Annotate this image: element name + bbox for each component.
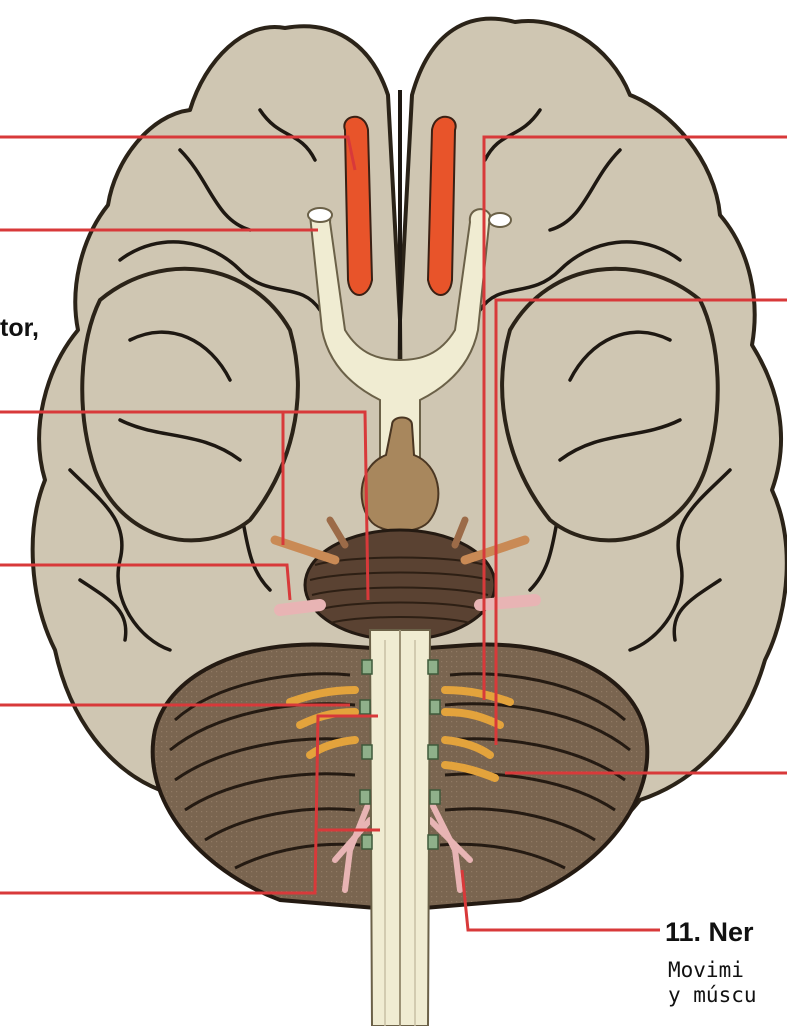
pons	[305, 530, 495, 640]
olfactory-bulb-right	[428, 117, 456, 295]
label-nerve-11-desc-line2: y múscu	[668, 983, 757, 1007]
label-fragment-motor: tor,	[0, 314, 39, 342]
brain-illustration	[33, 19, 787, 1026]
label-nerve-11-title: 11. Ner	[665, 917, 754, 947]
label-nerve-11-desc-line1: Movimi	[668, 958, 744, 982]
label-nerve-11: 11. Ner Movimi y múscu	[665, 917, 757, 1007]
